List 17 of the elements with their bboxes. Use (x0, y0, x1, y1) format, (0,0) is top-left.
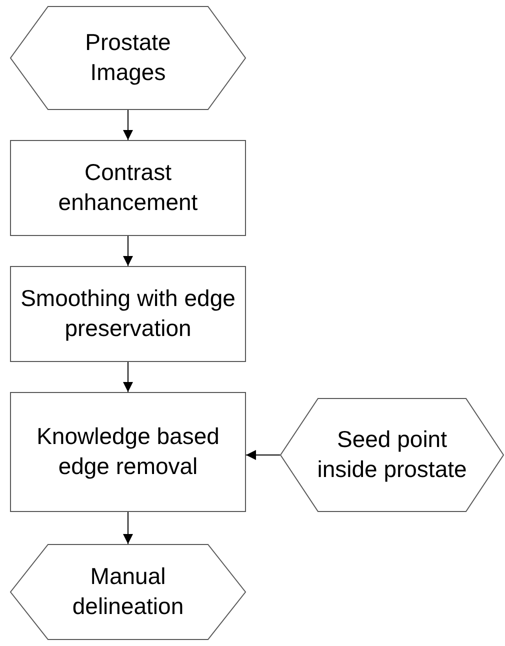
node-label: Prostate Images (84, 28, 172, 87)
arrow (123, 110, 133, 140)
node-label: Knowledge based edge removal (36, 422, 220, 481)
node-label: Smoothing with edge preservation (20, 284, 236, 343)
hexagon-node (10, 544, 246, 640)
node-label: Contrast enhancement (57, 158, 199, 217)
hexagon-node (10, 6, 246, 110)
arrow (123, 512, 133, 544)
process-box (10, 140, 246, 236)
process-box (10, 392, 246, 512)
arrow (246, 450, 280, 460)
process-box (10, 266, 246, 362)
hexagon-node (280, 398, 504, 512)
node-label: Manual delineation (71, 562, 185, 621)
arrow (123, 236, 133, 266)
node-label: Seed point inside prostate (316, 425, 468, 484)
arrow (123, 362, 133, 392)
